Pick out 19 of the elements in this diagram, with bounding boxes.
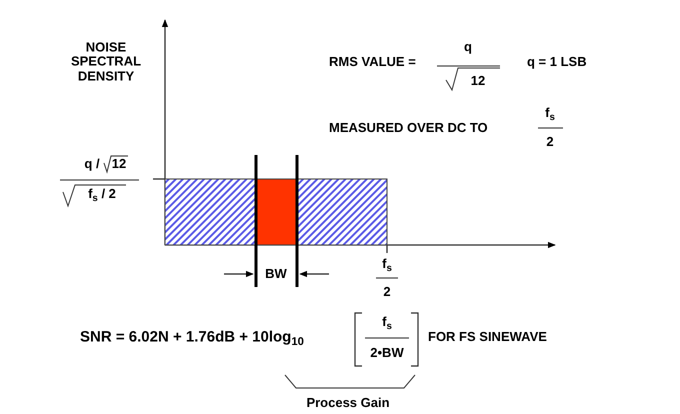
axis-tick-label: 2: [383, 284, 391, 300]
axis-tick-label: f$_{s}$: [382, 257, 392, 275]
numerator: 12: [112, 156, 126, 172]
numerator: q /: [84, 156, 100, 172]
annotation-text: Process Gain: [306, 396, 390, 410]
denominator: 2•BW: [370, 346, 404, 360]
denominator: 2: [546, 134, 554, 150]
dimension-label: BW: [265, 266, 287, 282]
formula-text: FOR FS SINEWAVE: [428, 330, 547, 344]
numerator: q: [464, 40, 472, 54]
formula-text: SNR = 6.02N + 1.76dB + 10log$_{10}$: [80, 330, 304, 348]
note-text: q = 1 LSB: [527, 54, 587, 70]
denominator: 12: [470, 74, 486, 88]
denominator: f$_{s}$ / 2: [88, 187, 116, 205]
axis-label: NOISE SPECTRAL DENSITY: [70, 40, 142, 84]
numerator: f$_{s}$: [545, 106, 555, 124]
numerator: f$_{s}$: [382, 315, 392, 333]
note-text: MEASURED OVER DC TO: [329, 120, 488, 136]
formula-text: RMS VALUE =: [329, 54, 416, 70]
